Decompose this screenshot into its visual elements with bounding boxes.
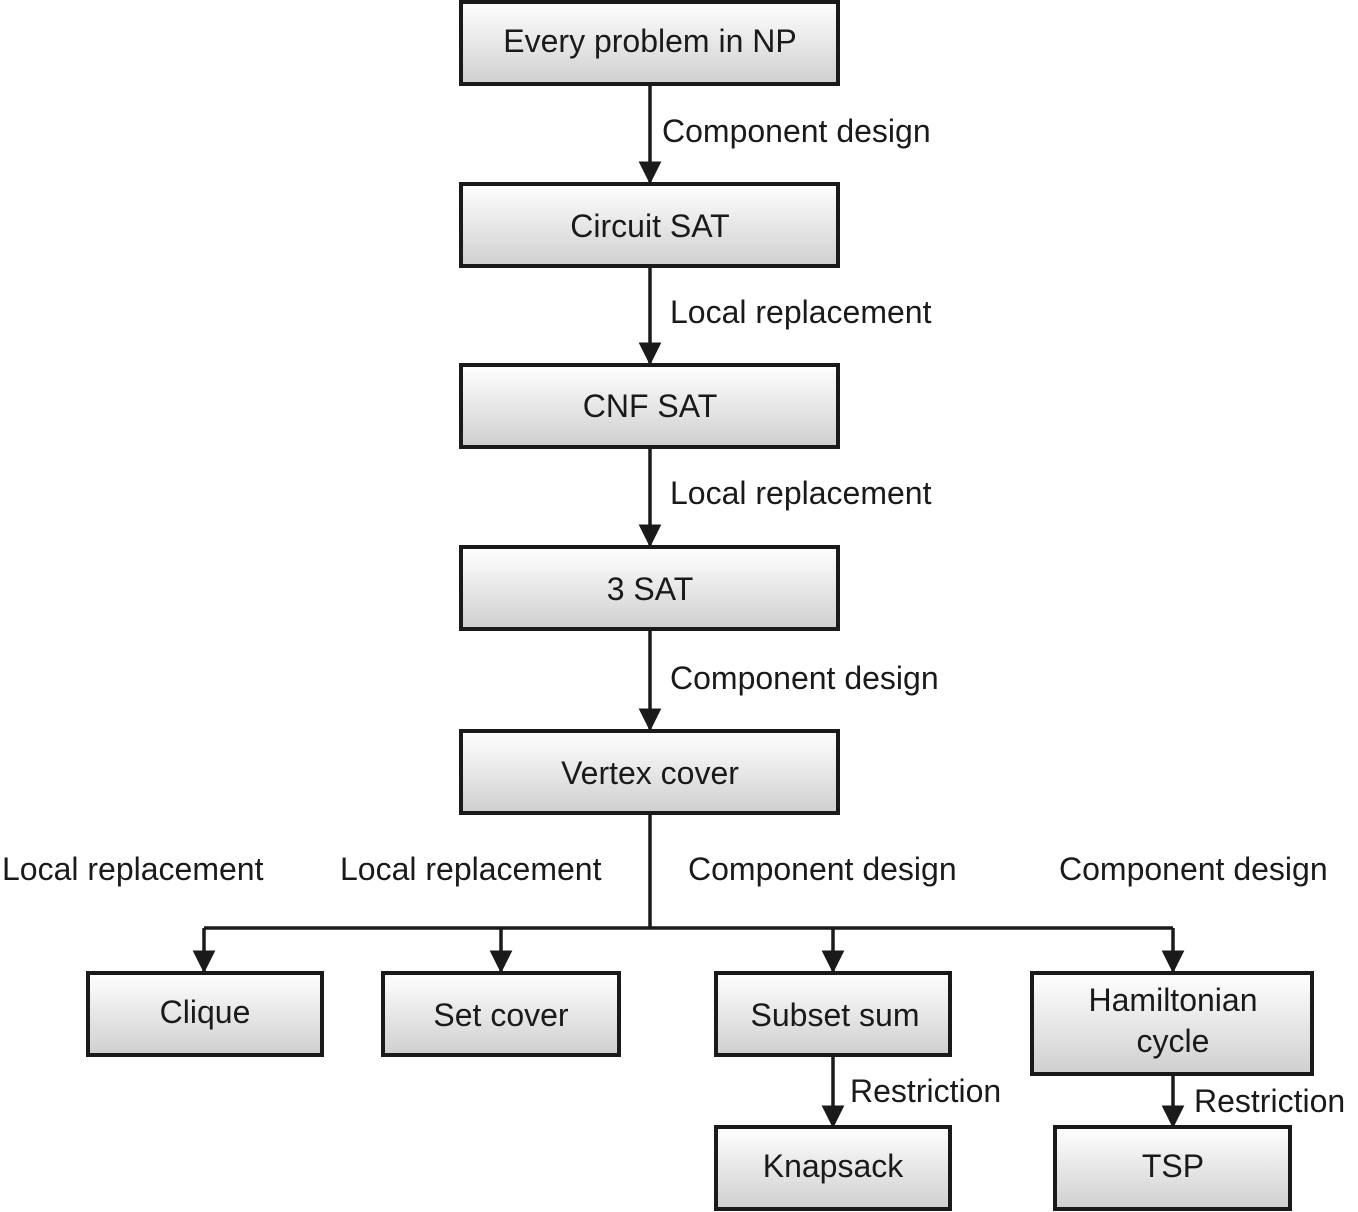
node-cnf-sat: CNF SAT: [459, 363, 840, 449]
node-label: Clique: [160, 994, 251, 1030]
node-3-sat: 3 SAT: [459, 545, 840, 631]
node-label-line2: cycle: [1137, 1023, 1210, 1059]
node-label: Set cover: [433, 997, 569, 1033]
node-circuit-sat: Circuit SAT: [459, 182, 840, 268]
node-label: Every problem in NP: [503, 23, 796, 59]
node-label: 3 SAT: [607, 571, 694, 607]
node-label: Circuit SAT: [570, 208, 729, 244]
edge-label-vertex-cover-to-hamiltonian: Component design: [1059, 851, 1328, 887]
edge-label-cnf-to-3sat: Local replacement: [670, 475, 932, 511]
node-label: TSP: [1142, 1148, 1204, 1184]
edge-vertex-cover-trunk: [204, 814, 1173, 930]
edge-label-circuit-to-cnf: Local replacement: [670, 294, 932, 330]
node-clique: Clique: [86, 971, 324, 1057]
node-vertex-cover: Vertex cover: [459, 729, 840, 815]
node-label: CNF SAT: [583, 388, 718, 424]
edge-label-vertex-cover-to-clique: Local replacement: [2, 851, 264, 887]
edge-label-subset-to-knapsack: Restriction: [850, 1073, 1001, 1109]
node-knapsack: Knapsack: [714, 1125, 952, 1211]
node-label: Vertex cover: [561, 755, 739, 791]
edge-label-np-to-circuit-sat: Component design: [662, 113, 931, 149]
node-hamiltonian-cycle: Hamiltonian cycle: [1030, 971, 1314, 1076]
edge-label-3sat-to-vertex-cover: Component design: [670, 660, 939, 696]
node-subset-sum: Subset sum: [714, 971, 952, 1057]
node-label-line1: Hamiltonian: [1089, 982, 1258, 1018]
edge-label-vertex-cover-to-subset-sum: Component design: [688, 851, 957, 887]
node-set-cover: Set cover: [381, 971, 621, 1057]
edge-label-vertex-cover-to-set-cover: Local replacement: [340, 851, 602, 887]
node-tsp: TSP: [1053, 1125, 1292, 1211]
node-label: Knapsack: [763, 1148, 905, 1184]
node-every-problem-in-np: Every problem in NP: [459, 0, 840, 86]
node-label: Subset sum: [751, 997, 920, 1033]
edge-label-hamiltonian-to-tsp: Restriction: [1194, 1083, 1345, 1119]
